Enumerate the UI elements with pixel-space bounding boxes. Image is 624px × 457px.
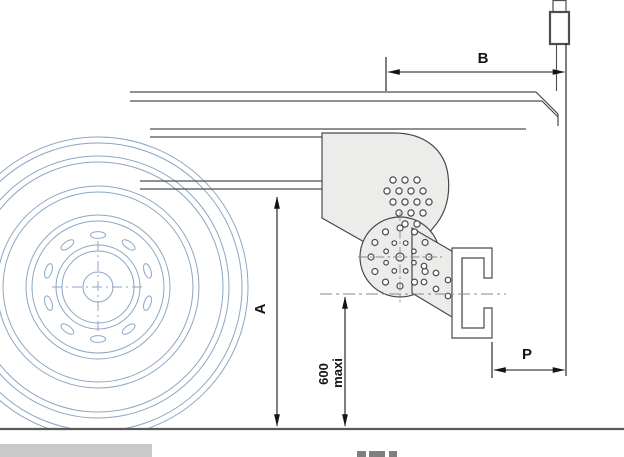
centerlines (320, 212, 506, 302)
label-maxi: maxi (330, 358, 345, 388)
frame-top-rail (130, 91, 559, 126)
truck-wheel (0, 136, 249, 429)
mounting-bracket (321, 132, 493, 339)
bottom-strip (0, 444, 152, 457)
clipped-caption-artifact (357, 451, 397, 457)
dimension-labels: B A 600 maxi P (252, 50, 532, 388)
wheel-center-cross (52, 241, 146, 334)
chassis-frame (130, 91, 559, 190)
wheel-bolt-slots (44, 231, 152, 343)
dimensions (274, 44, 567, 427)
step-channel-profile (451, 247, 493, 339)
label-b: B (478, 50, 489, 67)
label-600: 600 (316, 363, 331, 385)
rear-frame-post (548, 0, 571, 91)
label-p: P (522, 346, 532, 363)
bracket-plate-holes (383, 176, 433, 228)
frame-top-rail-inner (130, 100, 559, 118)
post-upper-section (552, 0, 567, 13)
arm-holes (420, 262, 452, 300)
label-a: A (252, 303, 269, 314)
post-lower-section (548, 10, 571, 46)
